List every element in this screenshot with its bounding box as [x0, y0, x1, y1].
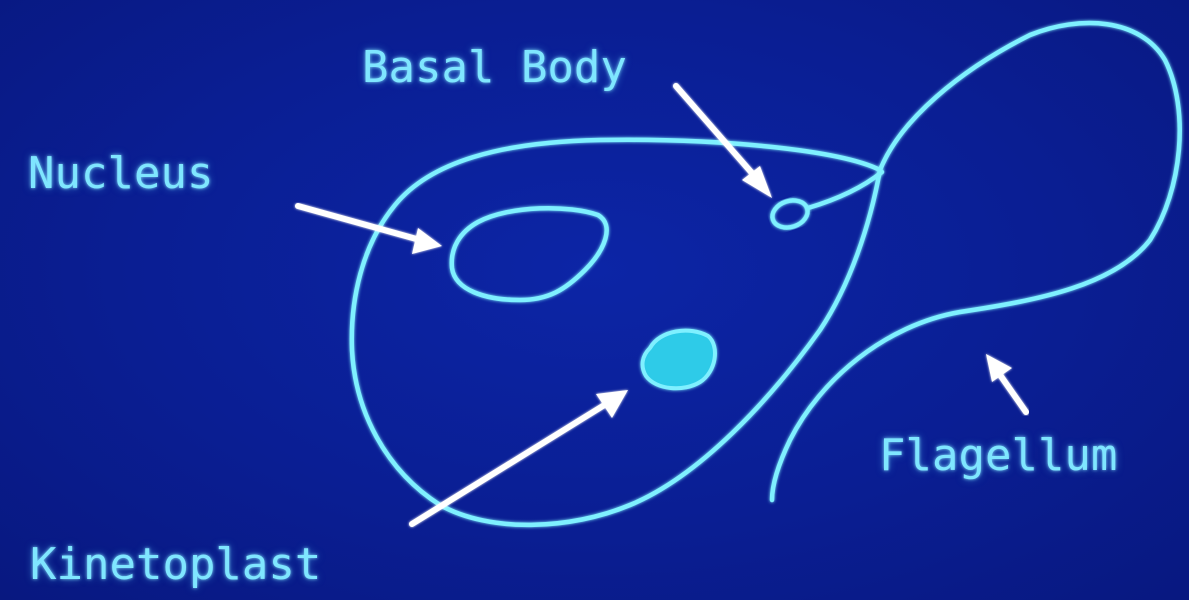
kinetoplast-arrow: [412, 404, 606, 524]
flagellum-label: Flagellum: [879, 434, 1117, 478]
basal-body-arrow: [676, 86, 758, 180]
basal-body-shape: [769, 196, 811, 232]
nucleus-arrowhead: [412, 228, 442, 254]
nucleus-label: Nucleus: [28, 152, 213, 196]
flagellum-line: [772, 23, 1180, 500]
nucleus-shape: [452, 208, 607, 300]
nucleus-arrow: [298, 206, 420, 240]
cell-body-outline: [352, 140, 880, 525]
flagellum-arrow: [998, 372, 1026, 412]
kinetoplast-label: Kinetoplast: [30, 543, 321, 587]
kinetoplast-shape: [643, 331, 715, 389]
basal-body-label: Basal Body: [362, 46, 627, 90]
